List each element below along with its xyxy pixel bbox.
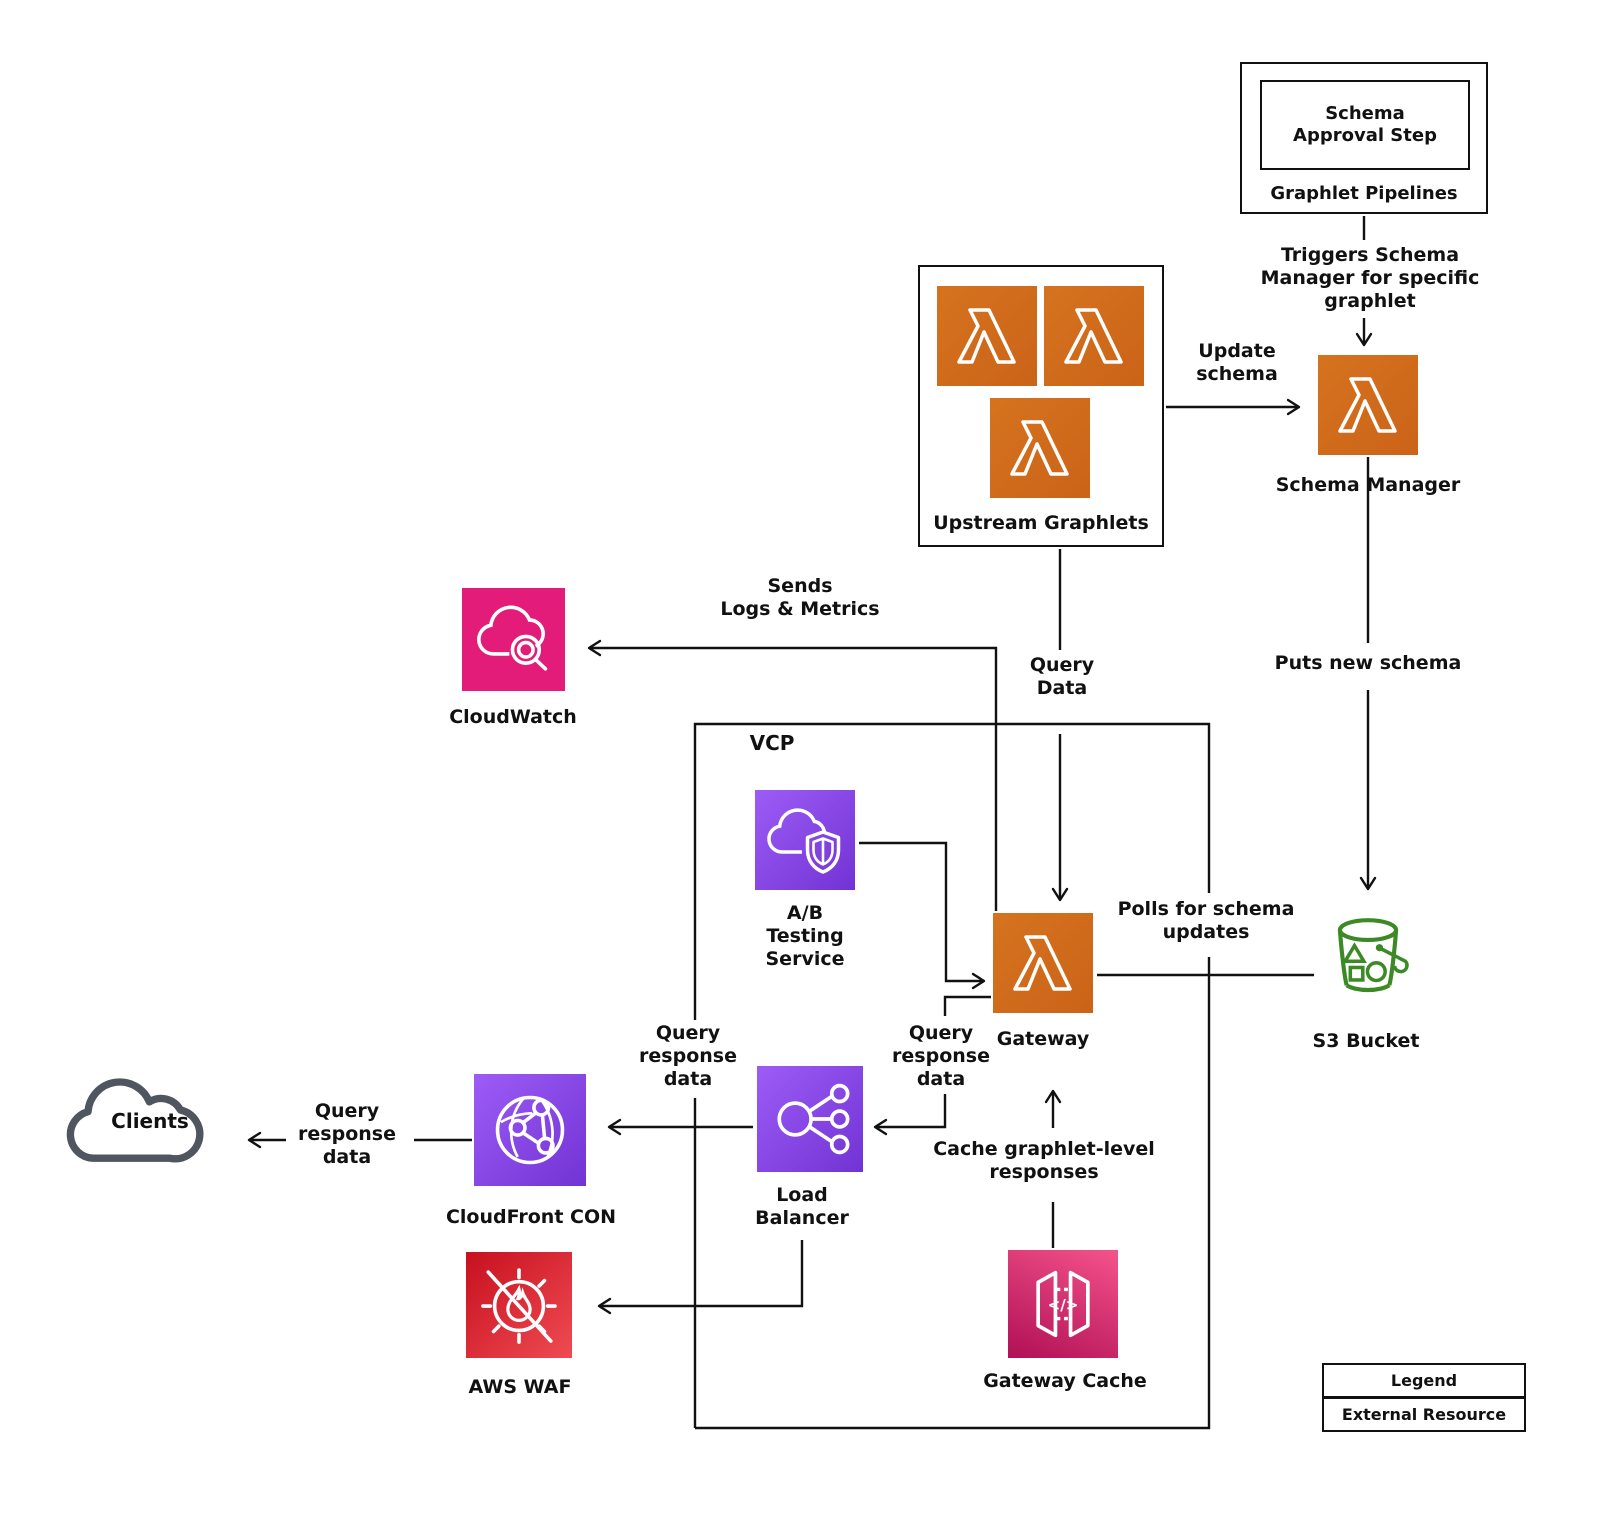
lambda-icon-schema-manager [1318,355,1418,455]
schema-manager-label: Schema Manager [1275,474,1461,496]
triggers-label: Triggers Schema Manager for specific gra… [1260,244,1480,312]
ab-testing-icon [755,790,855,890]
aws-waf-icon [466,1252,572,1358]
vcp-boundary [693,722,1211,1430]
lambda-icon [1044,286,1144,386]
schema-approval-label: Schema Approval Step [1293,103,1437,146]
clients-label: Clients [111,1109,189,1133]
load-balancer-icon [757,1066,863,1172]
load-balancer-label: Load Balancer [755,1184,849,1229]
edge-lb-to-waf [597,1240,804,1315]
gateway-label: Gateway [996,1028,1090,1050]
query-data-label: Query Data [1029,654,1095,699]
update-schema-label: Update schema [1196,340,1278,385]
vcp-label: VCP [749,731,795,755]
cache-responses-label: Cache graphlet-level responses [933,1138,1155,1183]
gateway-cache-icon: </> [1008,1250,1118,1358]
lambda-icon [990,398,1090,498]
cloudfront-icon [474,1074,586,1186]
aws-waf-label: AWS WAF [468,1376,572,1398]
legend-title: Legend [1390,1371,1458,1390]
cloudwatch-label: CloudWatch [449,706,577,728]
edge-gw-to-lb-2 [873,1094,947,1136]
cloudfront-label: CloudFront CON [445,1206,617,1228]
s3-bucket-icon [1316,903,1420,1007]
schema-approval-box: Schema Approval Step [1260,80,1470,170]
legend-box: Legend External Resource [1322,1363,1526,1432]
legend-item-external-resource: External Resource [1324,1396,1524,1430]
puts-new-schema-label: Puts new schema [1274,652,1462,674]
gateway-cache-label: Gateway Cache [983,1370,1147,1392]
svg-text:</>: </> [1048,1296,1079,1314]
s3-bucket-label: S3 Bucket [1312,1030,1420,1052]
query-response-lb-label: Query response data [639,1022,737,1090]
edge-gw-to-lb-1 [943,995,991,1016]
query-response-gateway-label: Query response data [892,1022,990,1090]
polls-label: Polls for schema updates [1117,898,1295,943]
upstream-graphlets-label: Upstream Graphlets [933,512,1149,534]
edge-ab-to-gateway [859,841,986,990]
clients-cloud-icon [48,1053,236,1185]
graphlet-pipelines-label: Graphlet Pipelines [1270,183,1458,204]
sends-logs-label: Sends Logs & Metrics [720,575,880,620]
ab-testing-label: A/B Testing Service [765,902,845,970]
edge-sends-logs [587,639,998,911]
lambda-icon-gateway [993,913,1093,1013]
query-response-clients-label: Query response data [298,1100,396,1168]
cloudwatch-icon [462,588,565,691]
lambda-icon [937,286,1037,386]
